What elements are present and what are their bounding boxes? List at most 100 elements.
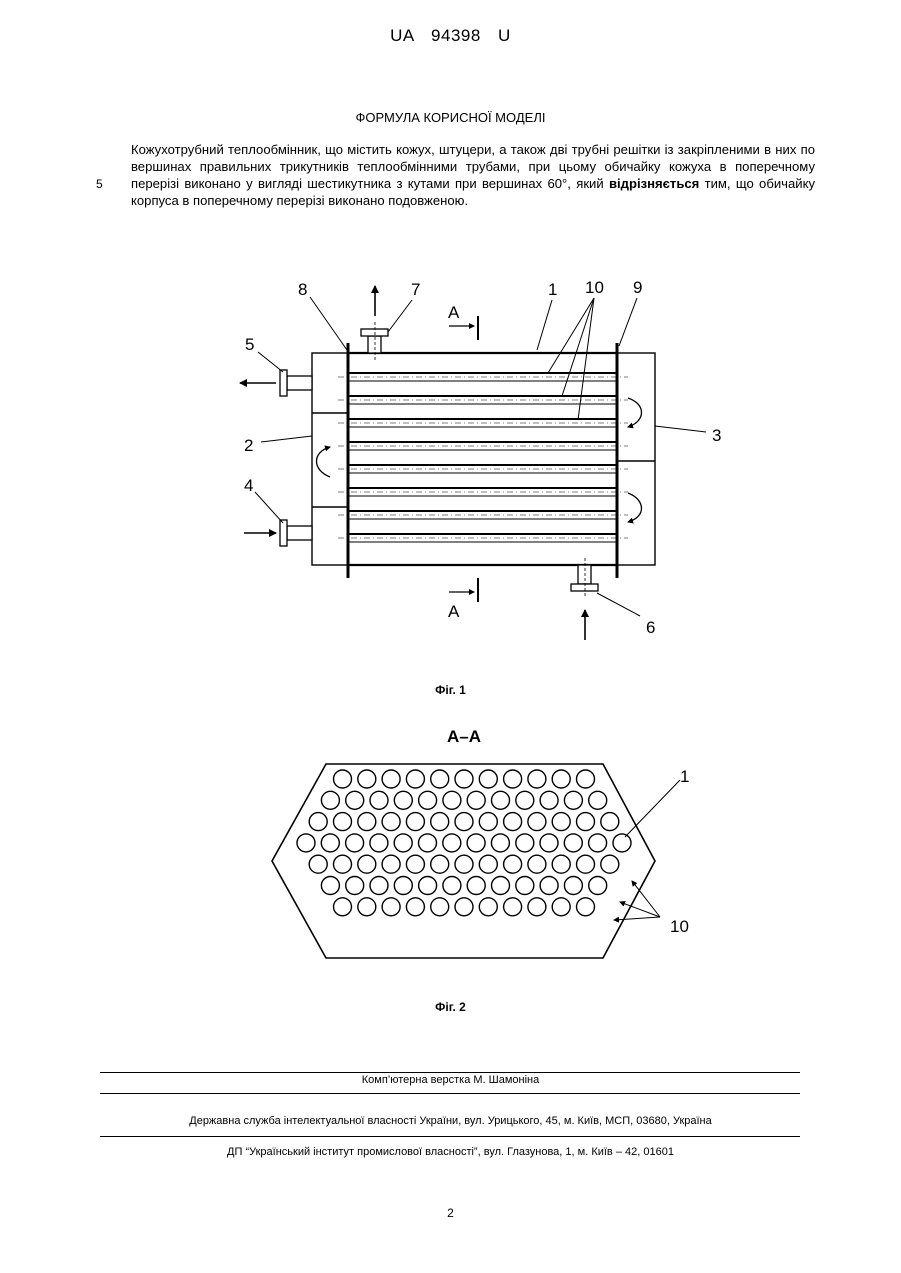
tube-hole [577,770,595,788]
fig1-label-6: 6 [646,618,655,637]
tube-hole [443,791,461,809]
tube-hole [504,770,522,788]
tube-hole [504,898,522,916]
tube-hole [467,834,485,852]
tube-hole [564,834,582,852]
tube-hole [382,770,400,788]
tube-hole [346,834,364,852]
footer-rule-3 [100,1136,800,1137]
tube-hole [479,770,497,788]
tube-hole [431,770,449,788]
left-head-chamber [312,353,348,565]
tube-hole [552,898,570,916]
tube-hole [577,855,595,873]
figure-2-drawing: А–А 1 10 [0,720,901,990]
figure-2-caption: Фіг. 2 [0,1000,901,1014]
fig1-label-10: 10 [585,278,604,297]
tube-hole [467,791,485,809]
footer-rule-1 [100,1072,800,1073]
tube-hole [431,813,449,831]
tube-hole [431,855,449,873]
tube-hole [589,834,607,852]
tube-hole [321,791,339,809]
tube-hole [455,813,473,831]
fig1-label-2: 2 [244,436,253,455]
tube-hole [577,898,595,916]
tube-hole [406,770,424,788]
tube-hole [577,813,595,831]
tube-hole [540,834,558,852]
tube-holes [297,770,631,916]
tube-hole [394,791,412,809]
tube-hole [443,877,461,895]
footer-agency: Державна служба інтелектуальної власност… [0,1115,901,1127]
tube-hole [589,877,607,895]
footer-layout-credit: Комп’ютерна верстка М. Шамоніна [0,1074,901,1086]
tube-hole [358,813,376,831]
fig1-label-8: 8 [298,280,307,299]
tube-hole [564,877,582,895]
tube-hole [382,898,400,916]
tube-hole [358,898,376,916]
tube-hole [334,855,352,873]
section-view-title: А–А [447,727,481,746]
tube-hole [613,834,631,852]
tube-hole [406,855,424,873]
tube-hole [321,877,339,895]
tube-hole [382,813,400,831]
figure-1-caption: Фіг. 1 [0,683,901,697]
tube-hole [334,813,352,831]
hexagonal-shell [272,764,655,958]
tube-hole [564,791,582,809]
tube-hole [346,877,364,895]
fig1-label-9: 9 [633,278,642,297]
tube-hole [321,834,339,852]
tube-hole [552,855,570,873]
tube-hole [479,898,497,916]
fig1-label-5: 5 [245,335,254,354]
footer-institute: ДП “Український інститут промислової вла… [0,1146,901,1158]
tube-hole [601,855,619,873]
figure-1-drawing: 8 7 1 10 9 5 2 3 4 6 A A [0,0,901,670]
tube-hole [297,834,315,852]
tube-hole [443,834,461,852]
heat-exchange-tubes [338,373,628,542]
fig1-label-1: 1 [548,280,557,299]
tube-hole [358,855,376,873]
tube-hole [455,898,473,916]
tube-hole [370,791,388,809]
footer-rule-2 [100,1093,800,1094]
right-head-chamber [617,353,655,565]
tube-hole [370,877,388,895]
tube-hole [419,791,437,809]
tube-hole [334,898,352,916]
tube-hole [370,834,388,852]
section-mark-top: A [448,303,460,322]
tube-hole [492,877,510,895]
tube-hole [504,813,522,831]
tube-hole [406,898,424,916]
fig1-label-4: 4 [244,476,253,495]
tube-hole [467,877,485,895]
tube-hole [528,813,546,831]
tube-hole [346,791,364,809]
fig2-label-1: 1 [680,767,689,786]
tube-hole [528,898,546,916]
tube-hole [479,813,497,831]
tube-hole [528,770,546,788]
fig1-label-7: 7 [411,280,420,299]
tube-hole [516,877,534,895]
tube-hole [504,855,522,873]
tube-hole [516,834,534,852]
tube-hole [540,877,558,895]
tube-hole [492,791,510,809]
tube-hole [406,813,424,831]
section-mark-bottom: A [448,602,460,621]
tube-hole [431,898,449,916]
tube-hole [528,855,546,873]
page-number: 2 [0,1206,901,1220]
tube-hole [394,877,412,895]
tube-hole [516,791,534,809]
tube-hole [479,855,497,873]
tube-hole [419,834,437,852]
